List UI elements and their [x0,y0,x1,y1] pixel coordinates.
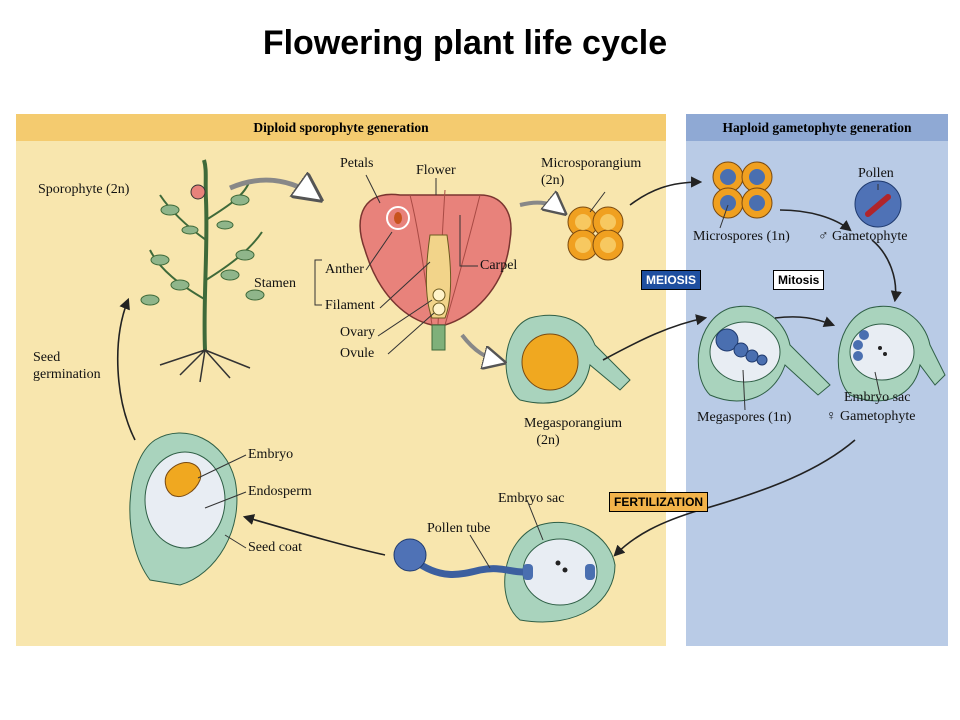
label-flower: Flower [416,163,456,178]
meiosis-tag: MEIOSIS [641,270,702,290]
flower-illustration [359,189,512,351]
mitosis-tag: Mitosis [773,270,825,290]
label-microsporangium: Microsporangium [541,156,642,171]
embryo-sac-gametophyte-illustration [837,305,946,402]
label-ovule: Ovule [340,346,375,361]
diploid-band-heading: Diploid sporophyte generation [16,114,666,141]
fertilization-ovule-illustration [393,521,616,623]
label-seed: Seed [33,350,61,365]
label-carpel: Carpel [480,258,518,273]
label-leader-lines [197,174,881,569]
label-embryo: Embryo [248,447,294,462]
label-male-gametophyte: ♂ Gametophyte [818,229,908,244]
label-germination: germination [33,367,101,382]
label-pollen: Pollen [858,166,894,181]
label-pollen-tube: Pollen tube [427,521,491,536]
label-petals: Petals [340,156,374,171]
megasporangium-illustration [505,314,631,404]
page-title: Flowering plant life cycle [262,24,668,62]
label-embryo-sac: Embryo sac [844,390,911,405]
label-seed-coat: Seed coat [248,540,303,555]
label-microsporangium-ploidy: (2n) [541,173,565,188]
label-megaspores: Megaspores (1n) [697,410,792,425]
label-megasporangium: Megasporangium [524,416,622,431]
sporophyte-plant-illustration [140,159,265,383]
label-microspores: Microspores (1n) [693,229,790,244]
fertilization-tag: FERTILIZATION [609,492,709,512]
haploid-band-heading: Haploid gametophyte generation [686,114,948,141]
label-sporophyte: Sporophyte (2n) [38,182,130,197]
label-female-gametophyte: ♀ Gametophyte [826,409,916,424]
cycle-arrows [116,180,902,557]
megaspores-illustration [697,305,831,402]
microspores-illustration [712,161,773,219]
label-endosperm: Endosperm [248,484,312,499]
label-filament: Filament [325,298,375,313]
label-stamen: Stamen [254,276,296,291]
label-anther: Anther [325,262,364,277]
seed-illustration [129,432,238,586]
label-megasporangium-ploidy: (2n) [536,433,560,448]
pollen-illustration [854,180,902,228]
label-ovary: Ovary [340,325,375,340]
microsporangium-illustration [567,206,624,261]
label-embryo-sac-fertilization: Embryo sac [498,491,565,506]
